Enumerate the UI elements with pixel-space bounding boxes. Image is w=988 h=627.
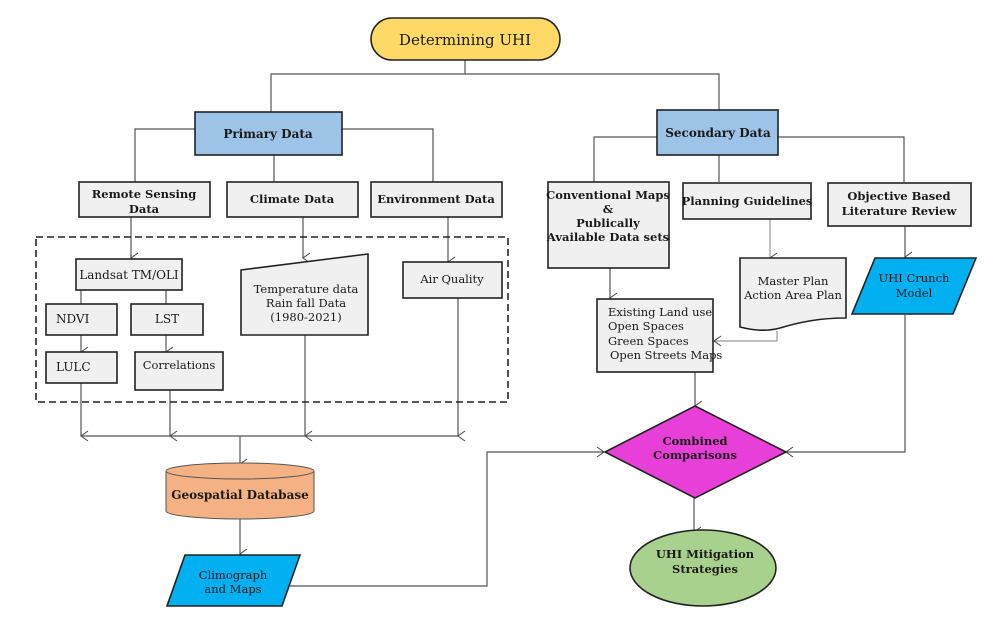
land-use-line2: Open Spaces [608,319,684,333]
environment-data-node[interactable]: Environment Data [370,181,503,218]
primary-processing-group [35,236,509,403]
conventional-line4: Available Data sets [546,230,669,244]
conventional-line2: & [603,202,614,216]
lulc-label: LULC [56,360,91,374]
geospatial-database-label: Geospatial Database [171,488,309,502]
remote-sensing-label-line1: Remote Sensing [92,187,197,201]
correlations-node[interactable]: Correlations [134,351,224,391]
secondary-data-label: Secondary Data [665,126,771,140]
remote-sensing-label-line2: Data [129,202,160,216]
plans-document-node[interactable]: Master Plan Action Area Plan [739,257,847,332]
climate-input-line2: Rain fall Data [266,296,346,310]
geospatial-database-node[interactable]: Geospatial Database [165,462,315,520]
uhi-crunch-line1: UHI Crunch [879,271,950,285]
land-use-line3: Green Spaces [608,334,689,348]
combined-comparisons-node[interactable]: Combined Comparisons [603,405,788,499]
land-use-line4: Open Streets Maps [610,348,722,362]
planning-guidelines-node[interactable]: Planning Guidelines [682,182,813,220]
conventional-line3: Publically [576,216,640,230]
climograph-line1: Climograph [199,568,268,582]
correlations-label: Correlations [143,358,216,372]
landsat-label: Landsat TM/OLI [79,268,179,282]
landsat-node[interactable]: Landsat TM/OLI [75,258,183,291]
climograph-line2: and Maps [204,582,261,596]
climate-input-line3: (1980-2021) [270,310,341,324]
ndvi-node[interactable]: NDVI [45,303,118,336]
climate-input-node[interactable]: Temperature data Rain fall Data (1980-20… [240,253,369,336]
lst-node[interactable]: LST [130,303,204,336]
uhi-crunch-line2: Model [896,286,933,300]
land-use-node[interactable]: Existing Land use Open Spaces Green Spac… [596,298,722,373]
literature-line1: Objective Based [847,189,950,203]
literature-line2: Literature Review [842,204,958,218]
plans-line2: Action Area Plan [743,288,842,302]
lulc-node[interactable]: LULC [45,351,118,384]
decision-line2: Comparisons [653,448,737,462]
primary-data-label: Primary Data [223,127,313,141]
remote-sensing-node[interactable]: Remote Sensing Data [78,181,211,218]
planning-guidelines-label: Planning Guidelines [682,194,813,208]
uhi-mitigation-node[interactable]: UHI Mitigation Strategies [629,529,777,607]
title-label: Determining UHI [399,31,531,49]
land-use-line1: Existing Land use [608,305,712,319]
climate-data-node[interactable]: Climate Data [226,181,359,218]
climograph-output-node[interactable]: Climograph and Maps [165,554,302,607]
result-line2: Strategies [672,562,738,576]
climate-data-label: Climate Data [250,192,335,206]
air-quality-label: Air Quality [419,272,484,286]
conventional-line1: Conventional Maps [546,188,670,202]
result-line1: UHI Mitigation [656,547,755,561]
uhi-crunch-model-node[interactable]: UHI Crunch Model [850,257,978,315]
conventional-maps-node[interactable]: Conventional Maps & Publically Available… [546,181,670,269]
plans-line1: Master Plan [758,274,829,288]
climate-input-line1: Temperature data [254,282,359,296]
title-node[interactable]: Determining UHI [370,17,561,61]
ndvi-label: NDVI [56,312,90,326]
lst-label: LST [155,312,179,326]
environment-data-label: Environment Data [377,192,495,206]
connectors [80,60,913,587]
decision-line1: Combined [662,434,727,448]
primary-data-node[interactable]: Primary Data [194,111,343,156]
literature-review-node[interactable]: Objective Based Literature Review [827,182,972,227]
secondary-data-node[interactable]: Secondary Data [656,109,779,156]
air-quality-node[interactable]: Air Quality [402,261,503,299]
